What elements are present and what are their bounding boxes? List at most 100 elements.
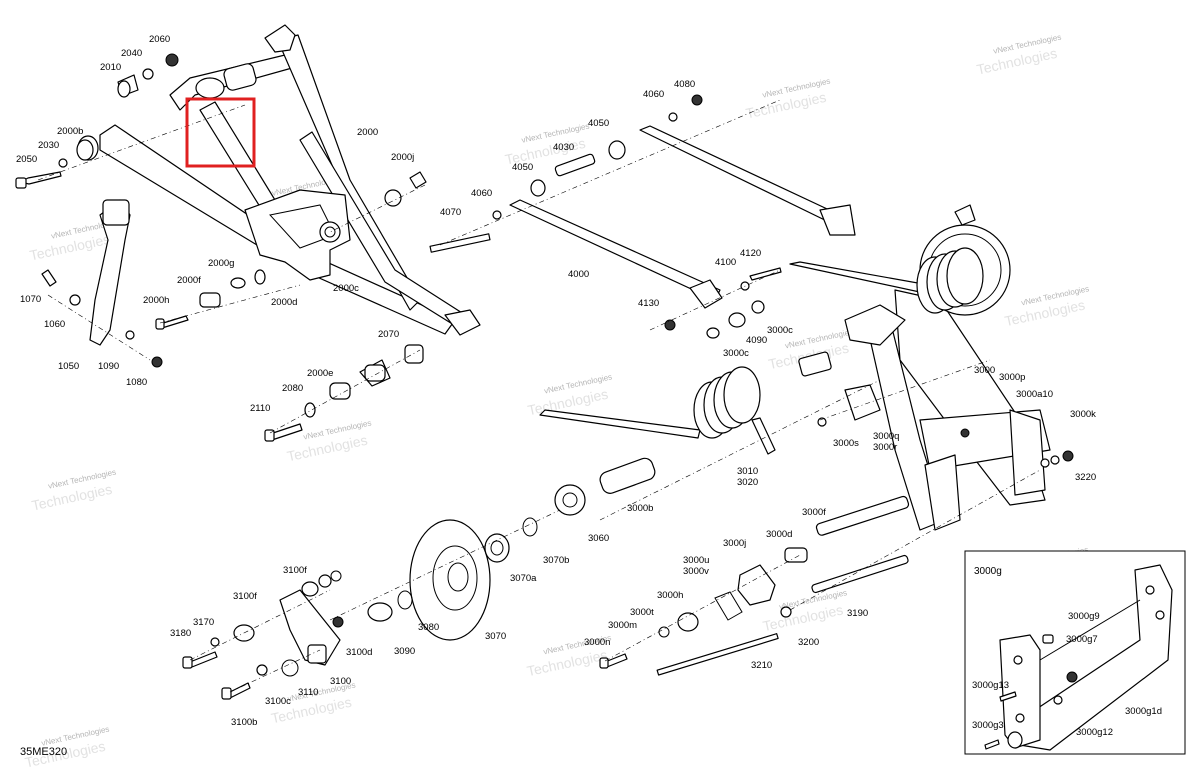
washer-1060	[69, 294, 81, 306]
label-2030: 2030	[38, 140, 59, 151]
label-2000h: 2000h	[143, 295, 169, 306]
label-4120: 4120	[740, 248, 761, 259]
inset-hole-c	[1013, 655, 1023, 665]
sleeve-3000b	[599, 457, 656, 494]
bolt-2110	[269, 423, 303, 441]
frame-bracket-3000k	[1009, 409, 1046, 496]
washer-3000c	[751, 300, 765, 314]
sleeve-3000d	[784, 547, 808, 563]
upper-sleeve-body	[223, 63, 257, 91]
label-4080: 4080	[674, 79, 695, 90]
label-3100c: 3100c	[265, 696, 291, 707]
label-3100f-left: 3100f	[233, 591, 257, 602]
label-4060: 4060	[643, 89, 664, 100]
label-3000g7: 3000g7	[1066, 634, 1098, 645]
washer-3060	[554, 484, 586, 516]
label-3000j: 3000j	[723, 538, 746, 549]
inset-bushing-lower	[1007, 731, 1023, 749]
label-3020: 3020	[737, 477, 758, 488]
nut-3000p	[960, 428, 970, 438]
label-3220: 3220	[1075, 472, 1096, 483]
label-2000c: 2000c	[333, 283, 359, 294]
stopper-block	[102, 199, 130, 226]
sleeve-2000c-lower	[364, 364, 386, 382]
bolt-2110-head	[264, 429, 275, 442]
inset-bolt-3000g13	[999, 691, 1017, 702]
label-3010: 3010	[737, 466, 758, 477]
label-3070b: 3070b	[543, 555, 569, 566]
sleeve-4030	[554, 153, 596, 177]
inset-nut-3000g1d	[1066, 671, 1078, 683]
frame-plate-lower	[924, 454, 961, 531]
bushing-2000b	[76, 139, 94, 161]
spring-coil-4	[723, 366, 761, 424]
label-3060: 3060	[588, 533, 609, 544]
link-end-upper	[819, 204, 856, 236]
bushing-2000j	[409, 171, 427, 189]
washer-3090	[367, 602, 393, 622]
washer-4060-upper	[668, 112, 678, 122]
bolt-2050	[19, 171, 62, 185]
bushing-4050	[530, 179, 546, 197]
label-3100f: 3100f	[283, 565, 307, 576]
idler-wheel-bore	[447, 562, 469, 592]
inset-hole-d	[1015, 713, 1025, 723]
upper-sleeve	[195, 77, 225, 99]
washer-3000c-lower	[706, 327, 720, 339]
splined-hub-3100	[307, 644, 327, 664]
rod-3210	[656, 633, 779, 676]
clip-3000t	[658, 626, 670, 638]
label-2000d: 2000d	[271, 297, 297, 308]
bolt-2050-head	[15, 177, 27, 189]
label-3000h: 3000h	[657, 590, 683, 601]
washer-2030	[58, 158, 68, 168]
bolt-3100b-head	[221, 687, 232, 700]
pivot-boss	[319, 221, 341, 243]
label-3210: 3210	[751, 660, 772, 671]
bearing-3070a	[484, 533, 510, 563]
label-2040: 2040	[121, 48, 142, 59]
washer-3100c	[256, 664, 268, 676]
label-1070: 1070	[20, 294, 41, 305]
label-3100: 3100	[330, 676, 351, 687]
label-4030: 4030	[553, 142, 574, 153]
nut-1080	[151, 356, 163, 368]
inset-stud-3000g7	[1042, 634, 1054, 644]
bellows-4	[946, 247, 984, 305]
spring-arm-long	[539, 409, 701, 439]
washer-3220-a	[1040, 458, 1050, 468]
bolt-2000h-head	[155, 318, 165, 330]
inset-bolt-3000g3	[984, 739, 1000, 750]
sleeve-2000c	[384, 189, 402, 207]
label-2000g: 2000g	[208, 258, 234, 269]
label-2000f: 2000f	[177, 275, 201, 286]
label-2080: 2080	[282, 383, 303, 394]
rear-frame-assembly	[789, 204, 1074, 531]
washer-3100f-b	[330, 570, 342, 582]
shock-mount-top	[954, 204, 976, 226]
sensor-3000q	[844, 384, 881, 421]
inset-bracket-left	[999, 634, 1041, 749]
label-3000g13: 3000g13	[972, 680, 1009, 691]
inset-bracket-rib	[1039, 599, 1141, 661]
shaft-3000f	[815, 495, 910, 536]
washer-2040	[142, 68, 154, 80]
idler-wheel-assembly	[367, 517, 538, 641]
washer-3200	[780, 606, 792, 618]
bolt-3180	[189, 651, 218, 668]
bushing-2000f	[199, 292, 221, 308]
adjuster-arm-assembly	[182, 570, 344, 700]
lower-shaft-assembly	[599, 495, 910, 676]
plate-3000u	[714, 591, 743, 621]
label-2110: 2110	[250, 403, 270, 414]
label-3000c-lower: 3000c	[723, 348, 749, 359]
inset-washer-3000g12	[1053, 695, 1063, 705]
link-rod-assembly	[429, 94, 856, 339]
label-3070a: 3070a	[510, 573, 537, 584]
label-3000m: 3000m	[608, 620, 637, 631]
arm-tube-left	[99, 124, 456, 335]
label-4130: 4130	[638, 298, 659, 309]
label-4000: 4000	[568, 269, 589, 280]
label-1060: 1060	[44, 319, 65, 330]
